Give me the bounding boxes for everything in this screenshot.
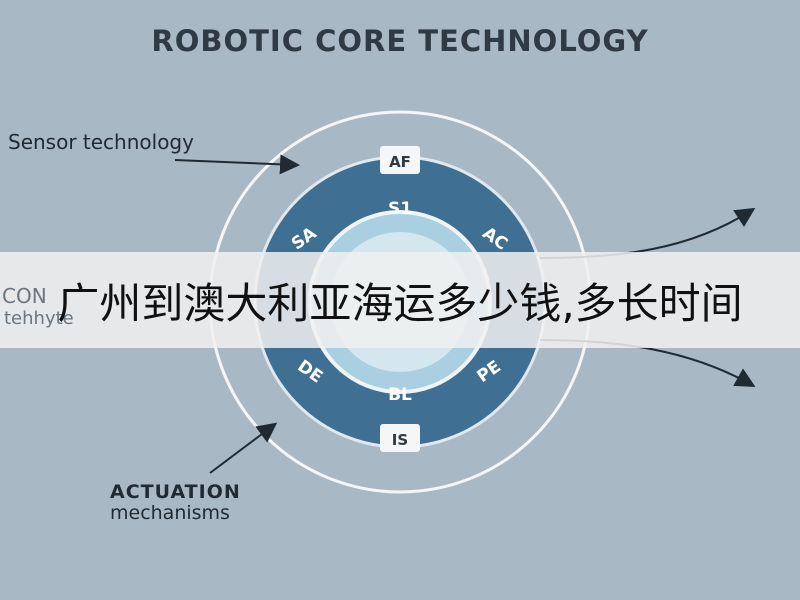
diagram-title: ROBOTIC CORE TECHNOLOGY bbox=[151, 24, 649, 58]
tab-top bbox=[380, 146, 420, 174]
tab-bottom-label: IS bbox=[392, 431, 408, 449]
banner-text: 广州到澳大利亚海运多少钱,多长时间 bbox=[57, 279, 743, 328]
ghost-label-1: CON bbox=[2, 284, 47, 308]
overlay-banner bbox=[0, 252, 800, 348]
tab-bottom bbox=[380, 424, 420, 452]
ghost-label-2: tehhyte bbox=[4, 308, 74, 329]
actuation-label: ACTUATION mechanisms bbox=[110, 482, 241, 524]
actuation-label-line1: ACTUATION bbox=[110, 481, 241, 503]
segment-top-label: S1 bbox=[388, 199, 412, 219]
tab-top-label: AF bbox=[389, 153, 411, 171]
sensor-arrow bbox=[174, 154, 300, 175]
output-arrow-top bbox=[539, 207, 756, 259]
sensor-technology-label: Sensor technology bbox=[8, 130, 194, 154]
actuation-label-line2: mechanisms bbox=[110, 502, 230, 524]
actuation-arrow bbox=[209, 422, 278, 474]
segment-bottom-label: BL bbox=[388, 385, 412, 405]
